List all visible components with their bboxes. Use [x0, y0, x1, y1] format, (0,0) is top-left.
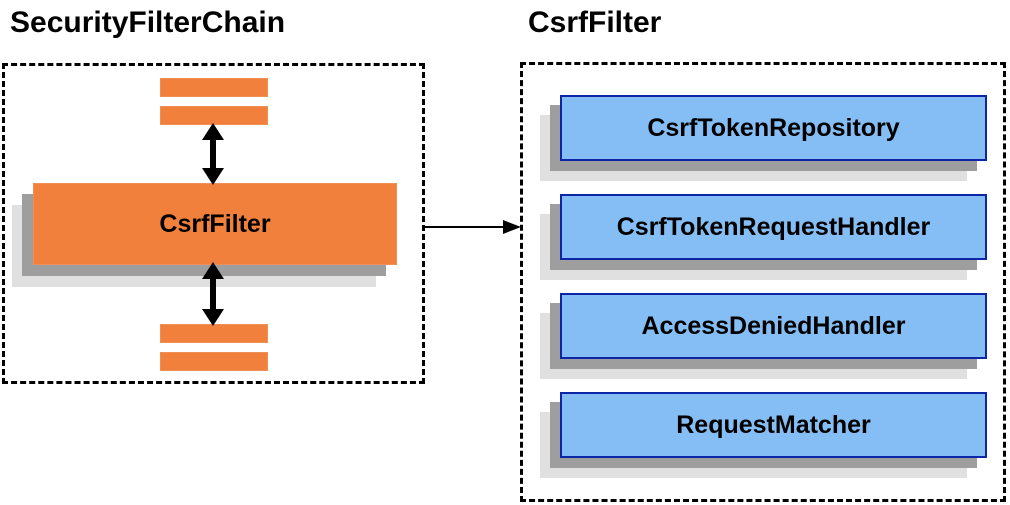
- component-box-access-denied-handler: AccessDeniedHandler: [560, 293, 987, 359]
- filter-bar: [160, 324, 268, 343]
- right-arrow-icon: [425, 220, 521, 234]
- security-filter-chain-container: [2, 63, 425, 384]
- filter-bar: [160, 352, 268, 371]
- csrf-filter-box: CsrfFilter: [33, 183, 397, 265]
- csrf-filter-container: [520, 62, 1006, 502]
- component-label: CsrfTokenRepository: [647, 113, 900, 142]
- filter-bar: [160, 106, 268, 125]
- component-label: RequestMatcher: [676, 410, 871, 439]
- csrf-filter-title: CsrfFilter: [528, 6, 662, 39]
- component-box-csrf-token-request-handler: CsrfTokenRequestHandler: [560, 194, 987, 260]
- security-filter-chain-title: SecurityFilterChain: [10, 6, 286, 39]
- component-box-csrf-token-repository: CsrfTokenRepository: [560, 95, 987, 161]
- up-down-arrow-icon: [202, 262, 224, 326]
- component-label: AccessDeniedHandler: [641, 311, 906, 340]
- up-down-arrow-icon: [202, 123, 224, 185]
- component-label: CsrfTokenRequestHandler: [616, 212, 931, 241]
- component-box-request-matcher: RequestMatcher: [560, 392, 987, 458]
- filter-bar: [160, 78, 268, 97]
- csrf-filter-box-label: CsrfFilter: [159, 209, 271, 238]
